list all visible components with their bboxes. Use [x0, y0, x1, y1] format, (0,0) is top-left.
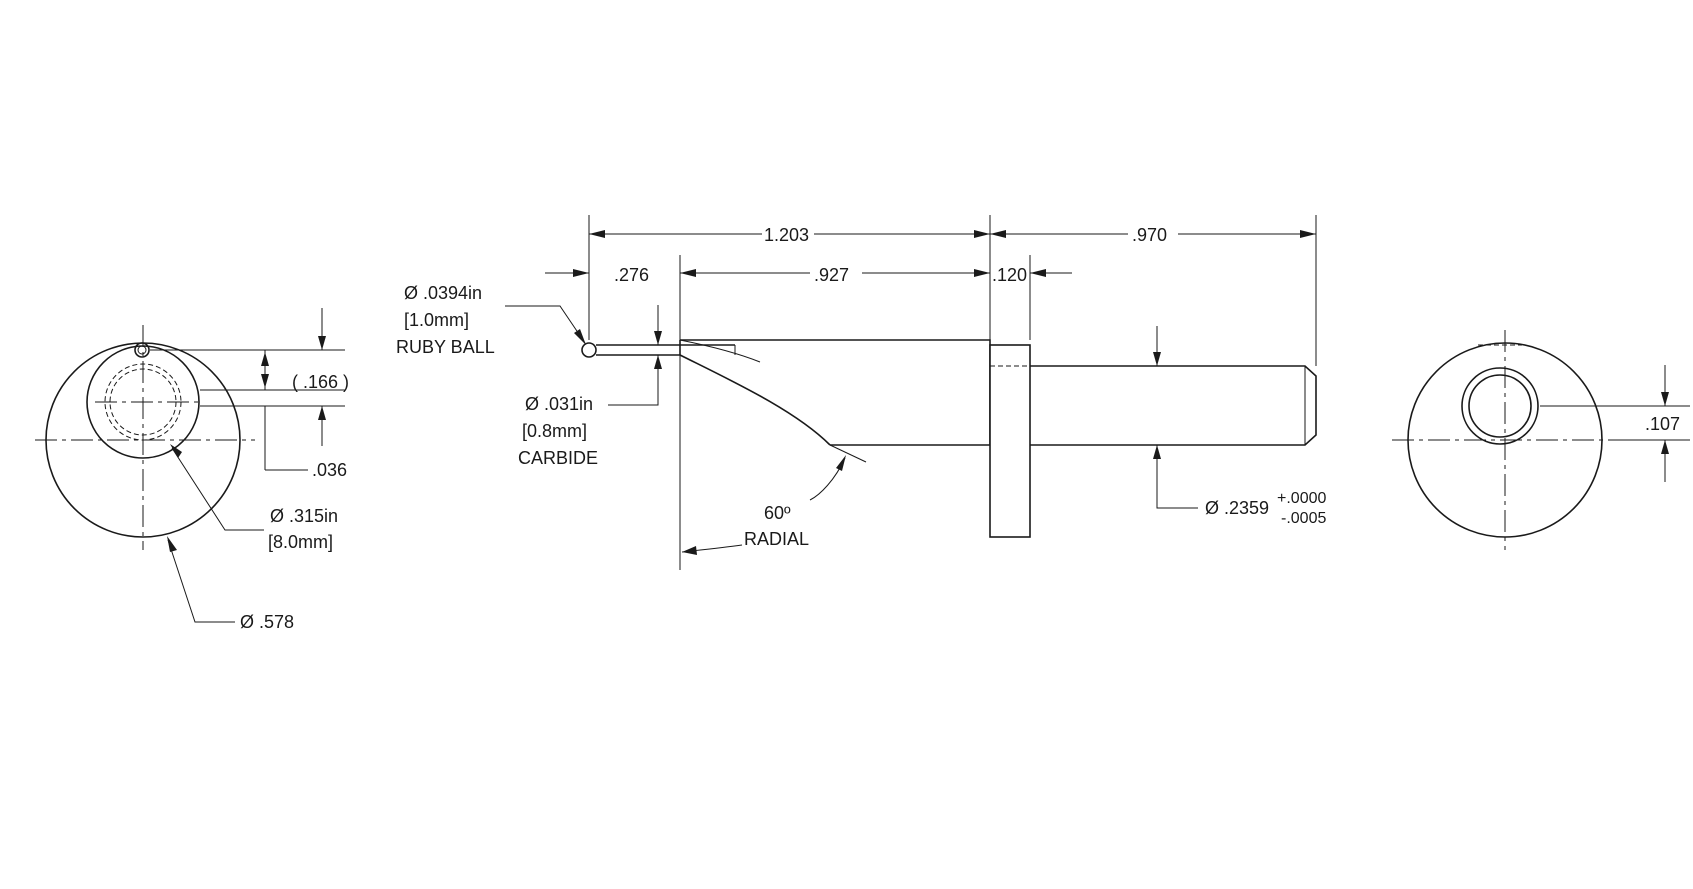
tol-plus-text: +.0000	[1277, 490, 1326, 507]
arrow-107-bottom	[1661, 440, 1669, 454]
arrow-927-r	[974, 269, 990, 277]
arrow-166-mid-b	[261, 374, 269, 388]
arrow-970-r	[1300, 230, 1316, 238]
arrow-107-top	[1661, 392, 1669, 406]
flange	[989, 344, 1031, 538]
body-outline	[680, 339, 991, 446]
dim-276-text: .276	[614, 265, 649, 285]
bore-circle-right	[1468, 374, 1532, 438]
dim-1203-text: 1.203	[764, 225, 809, 245]
arrow-1203-l	[589, 230, 605, 238]
dim-1203-bg	[762, 222, 814, 244]
dim-927-bg	[810, 261, 862, 283]
ruby-ball-end-left	[134, 342, 150, 358]
arrow-carbide-bottom	[654, 355, 662, 369]
dim-970-bg	[1128, 222, 1178, 244]
ruby-dia-text: Ø .0394in	[404, 283, 482, 303]
radial-text: RADIAL	[744, 529, 809, 549]
arrow-166-mid-a	[261, 352, 269, 366]
arrow-1203-r	[974, 230, 990, 238]
ruby-ball	[581, 342, 597, 358]
arrow-970-l	[990, 230, 1006, 238]
dim-036-text: .036	[312, 460, 347, 480]
carbide-dia-text: Ø .031in	[525, 394, 593, 414]
dim-120-text: .120	[992, 265, 1027, 285]
dim-carbide-down	[608, 355, 659, 406]
angle-text: 60º	[764, 503, 791, 523]
flange-dia-text: Ø .578	[240, 612, 294, 632]
shank-outline	[1030, 365, 1317, 446]
arrow-120	[1030, 269, 1046, 277]
cone-inner-curve	[679, 339, 761, 363]
arrow-shank-top	[1153, 352, 1161, 366]
ruby-ball-inner-left	[137, 345, 147, 355]
dim-shank-down	[1156, 445, 1198, 509]
arrow-036	[318, 406, 326, 420]
left-end-view: ( .166 ) .036 Ø .315in [8.0mm] Ø .578	[35, 308, 349, 632]
cone-curve	[679, 354, 831, 446]
shank-dia-text: Ø .2359	[1205, 498, 1269, 518]
side-view: 1.203 .970 .276 .927 .120 Ø .0394in [1.0…	[396, 215, 1326, 570]
arrow-body-dia	[170, 444, 182, 458]
arrow-radial	[682, 546, 697, 555]
carbide-mm-text: [0.8mm]	[522, 421, 587, 441]
arrow-angle	[836, 455, 846, 471]
arrow-166-top	[318, 336, 326, 350]
dim-970-text: .970	[1132, 225, 1167, 245]
tol-minus-text: -.0005	[1281, 510, 1326, 527]
leader-body-dia	[171, 447, 264, 531]
carbide-label-text: CARBIDE	[518, 448, 598, 468]
angle-ext	[829, 444, 867, 463]
arrow-927-l	[680, 269, 696, 277]
arrow-carbide-top	[654, 331, 662, 345]
ruby-mm-text: [1.0mm]	[404, 310, 469, 330]
body-dia-text: Ø .315in	[270, 506, 338, 526]
leader-flange-dia	[167, 539, 235, 623]
leader-ruby	[505, 305, 586, 344]
dim-107-text: .107	[1645, 414, 1680, 434]
arrow-shank-bottom	[1153, 445, 1161, 459]
arrow-276	[573, 269, 589, 277]
dim-927-text: .927	[814, 265, 849, 285]
body-mm-text: [8.0mm]	[268, 532, 333, 552]
ruby-label-text: RUBY BALL	[396, 337, 495, 357]
arrow-flange-dia	[167, 536, 177, 552]
dim-166-text: ( .166 )	[292, 372, 349, 392]
shank-circle-right	[1461, 367, 1539, 445]
arrow-ruby	[574, 329, 586, 345]
right-end-view: .107	[1392, 330, 1690, 550]
